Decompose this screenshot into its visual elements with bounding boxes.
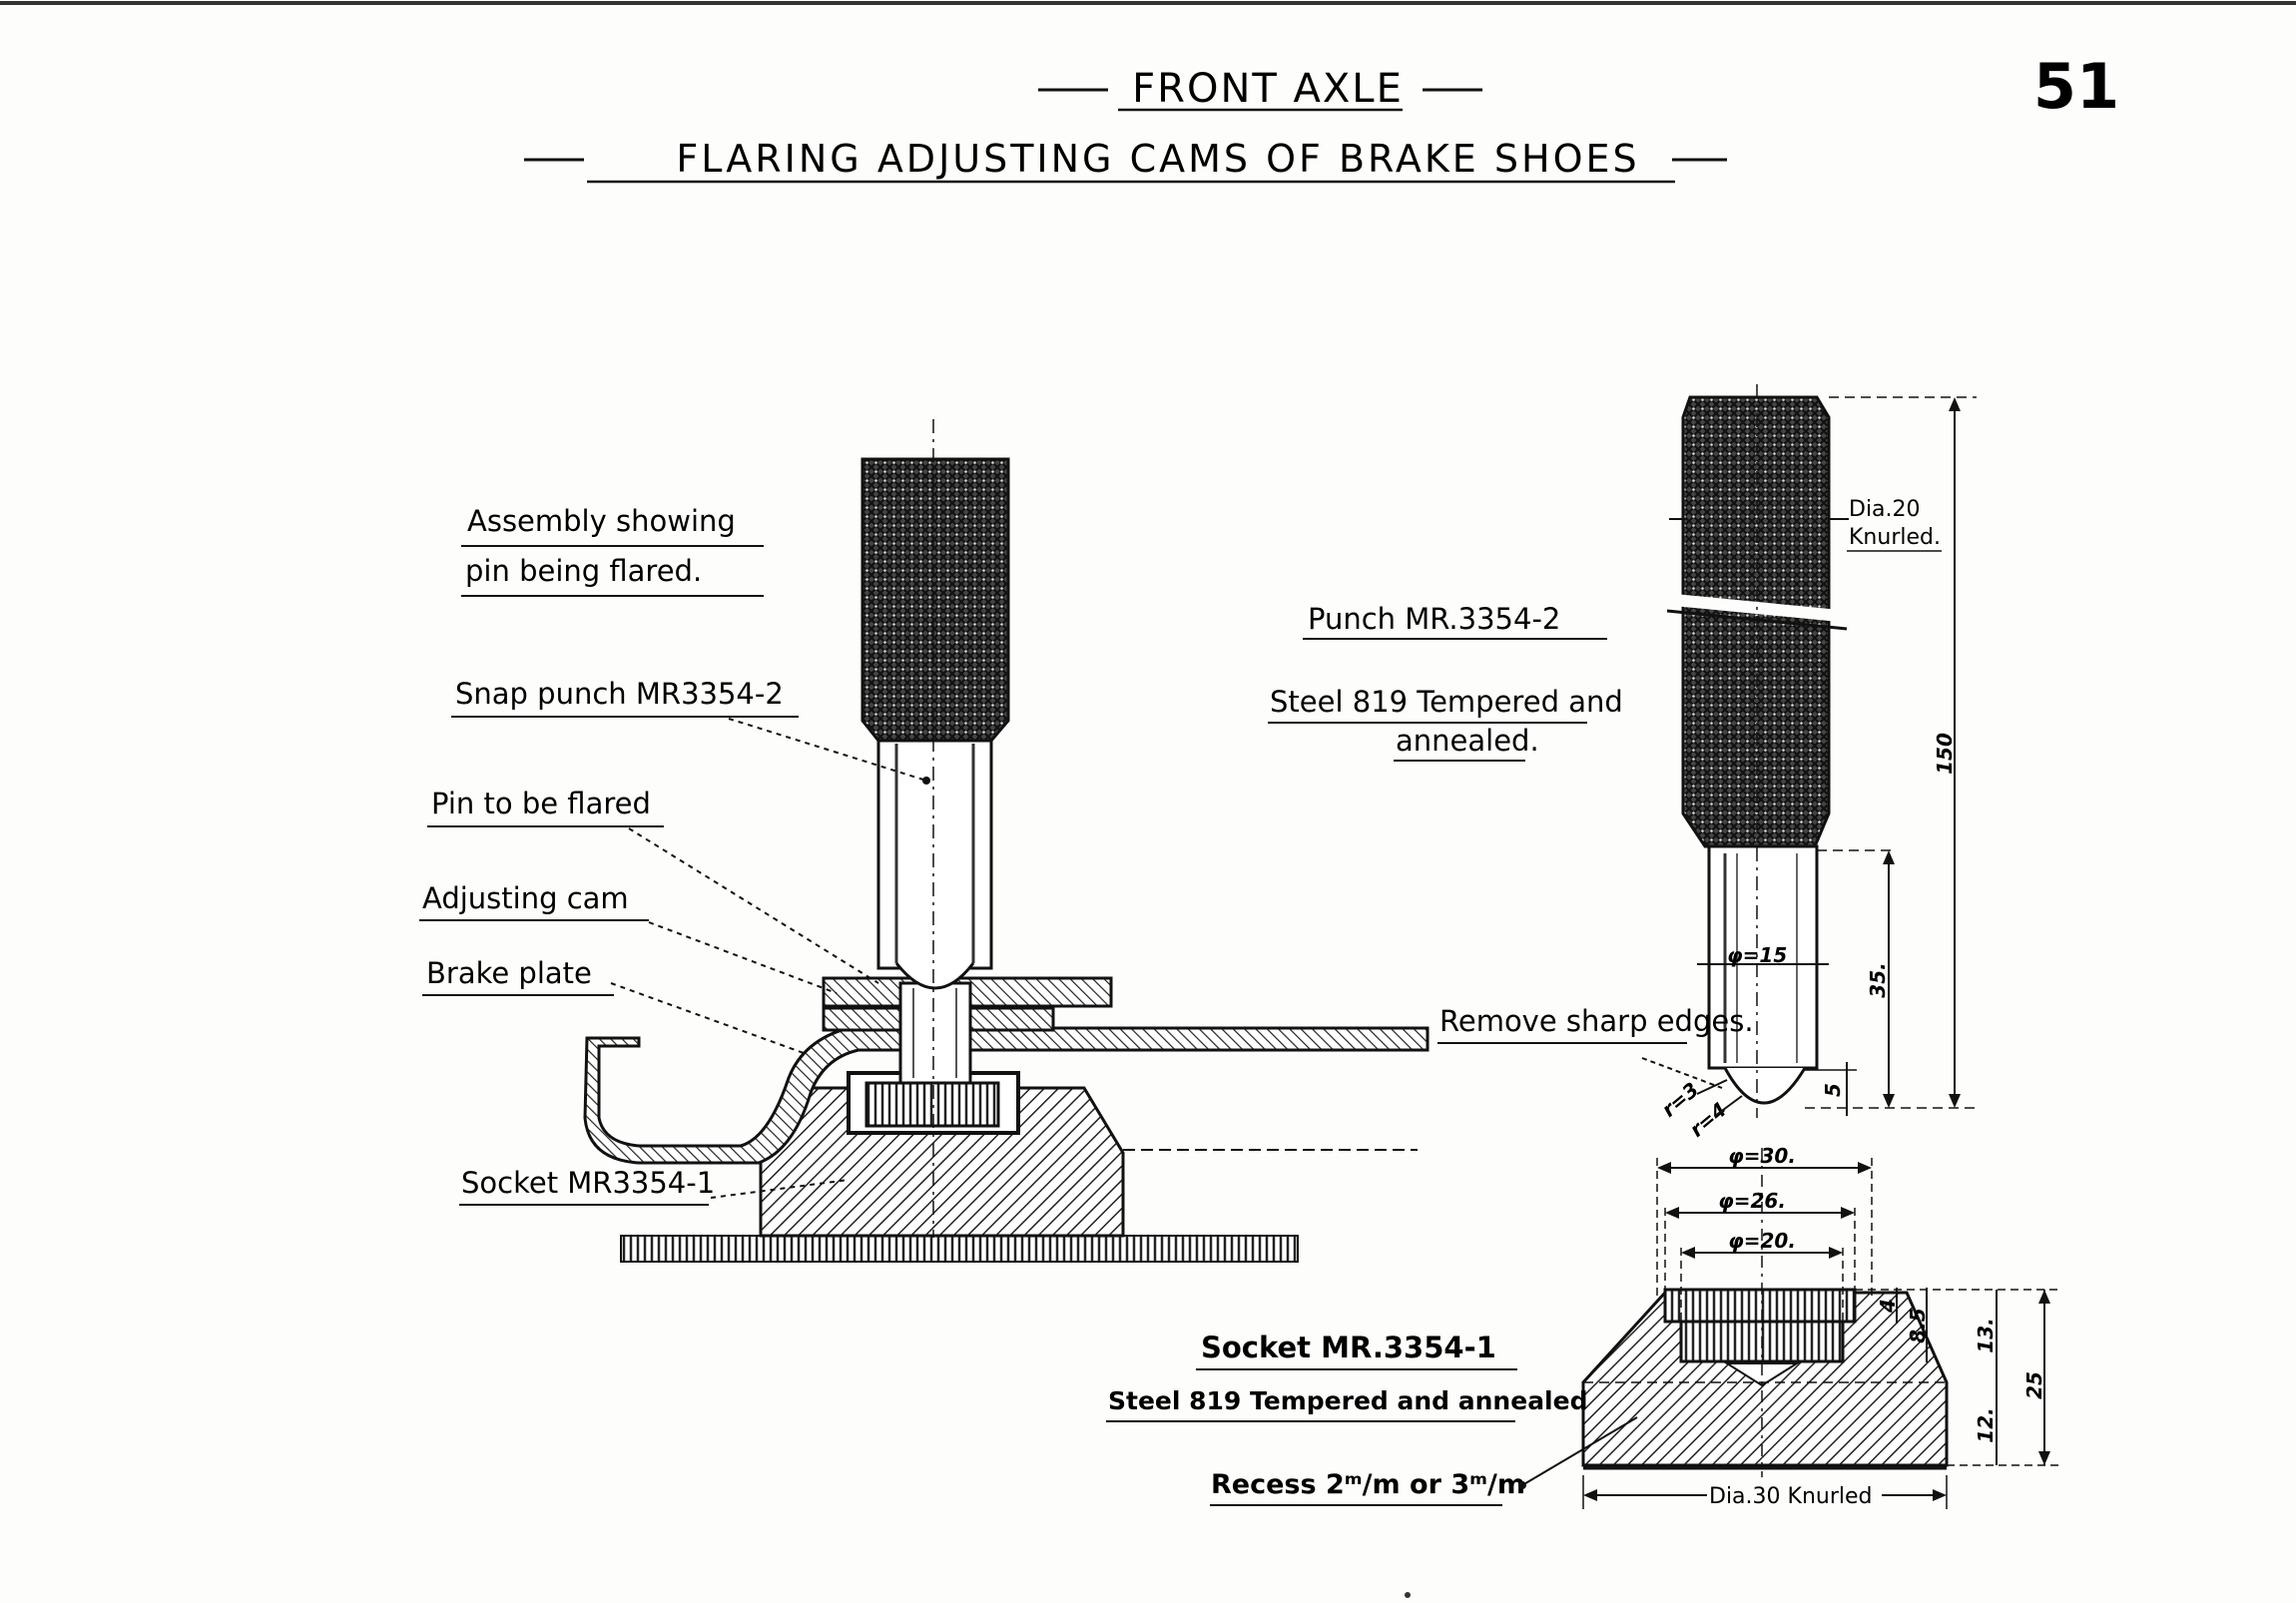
punch-remove-edges: Remove sharp edges. [1439, 1004, 1754, 1038]
socket-dim-d30: φ=30. [1728, 1144, 1796, 1168]
socket-recess-upper [1663, 1288, 1857, 1324]
punch-view: Dia.20 Knurled. 150 35. φ=15 5 r=3 r=4 R… [1268, 384, 1977, 1142]
assembly-pin [898, 981, 972, 1085]
punch-dim-tip: 5 [1821, 1083, 1845, 1097]
socket-dim-h12: 12. [1974, 1407, 1998, 1442]
assembly-caption-line2: pin being flared. [465, 554, 702, 588]
socket-dim-h8: 8.5 [1906, 1308, 1930, 1342]
punch-dim-shank: 35. [1866, 962, 1890, 997]
assembly-brake-plate [583, 1026, 1430, 1165]
socket-dim-h4: 4 [1876, 1299, 1900, 1314]
socket-recess-label: Recess 2ᵐ/m or 3ᵐ/m [1211, 1469, 1525, 1500]
assembly-punch-head [861, 457, 1010, 743]
socket-title: Socket MR.3354-1 [1201, 1331, 1496, 1364]
punch-shank [1707, 844, 1819, 1070]
page-subtitle: FLARING ADJUSTING CAMS OF BRAKE SHOES [676, 137, 1639, 181]
label-snap-punch: Snap punch MR3354-2 [455, 677, 784, 711]
ground-base [620, 1235, 1299, 1263]
page-title: FRONT AXLE [1132, 66, 1404, 112]
socket-dim-h13: 13. [1974, 1318, 1998, 1352]
socket-dim-h25: 25 [2022, 1371, 2046, 1399]
assembly-caption-line1: Assembly showing [467, 504, 736, 538]
punch-knurled-head [1681, 395, 1831, 848]
label-socket: Socket MR3354-1 [461, 1166, 715, 1200]
punch-material-line2: annealed. [1396, 724, 1539, 758]
label-pin: Pin to be flared [431, 787, 651, 820]
assembly-nut [864, 1081, 1000, 1128]
punch-dia-line1: Dia.20 [1849, 497, 1921, 522]
page-number: 51 [2033, 50, 2119, 123]
socket-dim-d26: φ=26. [1718, 1189, 1786, 1213]
label-brake-plate: Brake plate [426, 956, 592, 990]
punch-dim-shank-dia: φ=15 [1727, 943, 1787, 967]
punch-title: Punch MR.3354-2 [1308, 602, 1560, 636]
punch-dim-total: 150 [1933, 733, 1957, 775]
punch-dia-line2: Knurled. [1849, 525, 1941, 550]
socket-material: Steel 819 Tempered and annealed [1108, 1386, 1587, 1415]
socket-base-dia: Dia.30 Knurled [1709, 1484, 1873, 1509]
assembly-view: Assembly showing pin being flared. Snap … [419, 419, 1430, 1263]
socket-dim-d20: φ=20. [1728, 1229, 1796, 1253]
punch-material-line1: Steel 819 Tempered and [1270, 685, 1623, 719]
label-adjusting-cam: Adjusting cam [422, 881, 629, 915]
socket-view: φ=30. φ=26. φ=20. 4 8.5 13. 12. 25 Dia.3… [1106, 1144, 2061, 1509]
